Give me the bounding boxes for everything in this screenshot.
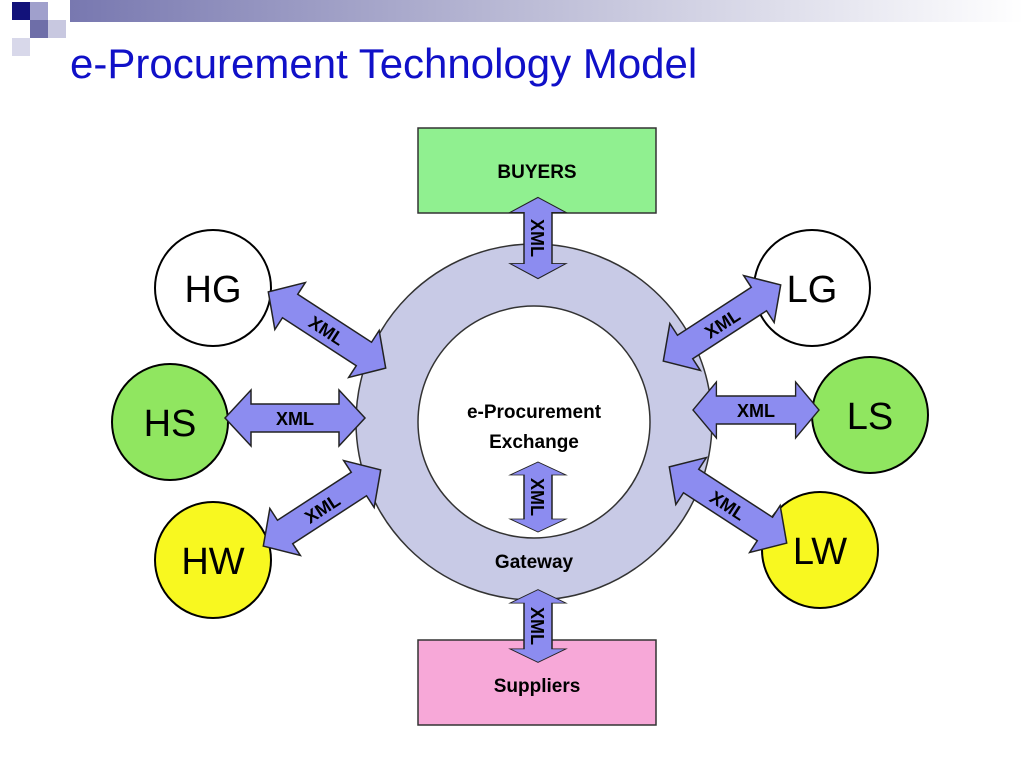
node-ls-label: LS xyxy=(847,396,893,438)
title-header-bar xyxy=(70,0,1024,22)
node-hs-label: HS xyxy=(144,403,197,445)
node-lg: LG xyxy=(753,229,871,347)
node-hg: HG xyxy=(154,229,272,347)
corner-square-mid xyxy=(30,20,48,38)
corner-square-faint xyxy=(12,38,30,56)
node-lg-label: LG xyxy=(787,269,838,311)
arrow-suppliers-label: XML xyxy=(527,607,547,645)
center-label-line1: e-Procurement xyxy=(467,402,602,423)
arrow-ls-label: XML xyxy=(737,401,775,421)
slide-title: e-Procurement Technology Model xyxy=(70,40,698,87)
arrow-buyers: XML xyxy=(509,196,567,280)
corner-square-light xyxy=(30,2,48,20)
node-hw: HW xyxy=(154,501,272,619)
arrow-hs: XML xyxy=(224,389,366,447)
arrow-gateway-inner-label: XML xyxy=(527,478,547,516)
corner-square-pale xyxy=(48,20,66,38)
arrow-buyers-label: XML xyxy=(527,219,547,257)
arrow-ls: XML xyxy=(692,381,820,439)
gateway-label: Gateway xyxy=(495,552,574,573)
node-lw-label: LW xyxy=(793,531,847,573)
center-label-line2: Exchange xyxy=(489,432,579,453)
exchange-core xyxy=(417,305,651,539)
arrow-suppliers: XML xyxy=(509,588,567,664)
buyers-label: BUYERS xyxy=(497,162,576,183)
corner-square-navy xyxy=(12,2,30,20)
arrow-gateway-inner: XML xyxy=(509,461,567,533)
node-hw-label: HW xyxy=(181,541,244,583)
node-hg-label: HG xyxy=(185,269,242,311)
arrow-hs-label: XML xyxy=(276,409,314,429)
suppliers-label: Suppliers xyxy=(494,676,581,697)
node-ls: LS xyxy=(811,356,929,474)
node-hs: HS xyxy=(111,363,229,481)
